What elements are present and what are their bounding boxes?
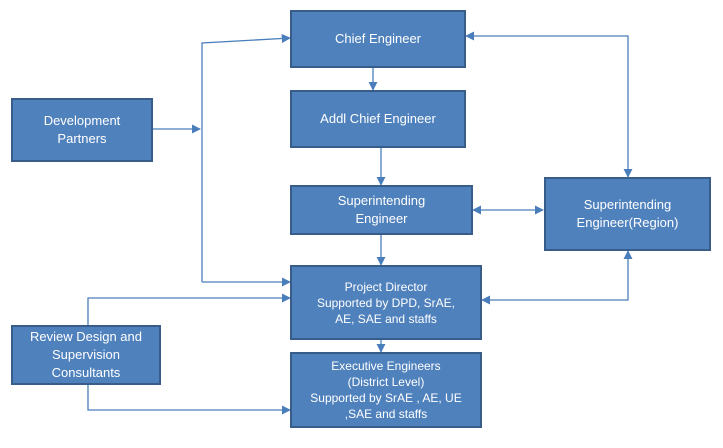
review-design-consultants-box: Review Design and Supervision Consultant…: [11, 325, 161, 385]
executive-engineers-label: Executive Engineers (District Level) Sup…: [310, 359, 462, 421]
connector-region-to-director: [481, 250, 633, 305]
superintending-engineer-region-box: Superintending Engineer(Region): [544, 177, 711, 251]
connector-chief-to-region: [465, 31, 633, 178]
project-director-label: Project Director Supported by DPD, SrAE,…: [316, 279, 456, 326]
executive-engineers-box: Executive Engineers (District Level) Sup…: [290, 352, 482, 428]
development-partners-label: Development Partners: [43, 113, 121, 146]
chief-engineer-box: Chief Engineer: [290, 10, 466, 68]
connector-junction-to-chief: [201, 33, 291, 282]
superintending-engineer-box: Superintending Engineer: [290, 185, 473, 235]
connector-consultants-to-executive: [87, 385, 291, 415]
review-design-consultants-label: Review Design and Supervision Consultant…: [29, 329, 142, 380]
chief-engineer-label: Chief Engineer: [335, 31, 421, 46]
addl-chief-engineer-box: Addl Chief Engineer: [290, 90, 466, 148]
connector-consultants-to-director: [87, 293, 291, 325]
project-director-box: Project Director Supported by DPD, SrAE,…: [290, 265, 482, 340]
superintending-engineer-region-label: Superintending Engineer(Region): [576, 197, 679, 230]
superintending-engineer-label: Superintending Engineer: [337, 193, 426, 226]
addl-chief-engineer-label: Addl Chief Engineer: [320, 111, 436, 126]
development-partners-box: Development Partners: [11, 98, 153, 162]
